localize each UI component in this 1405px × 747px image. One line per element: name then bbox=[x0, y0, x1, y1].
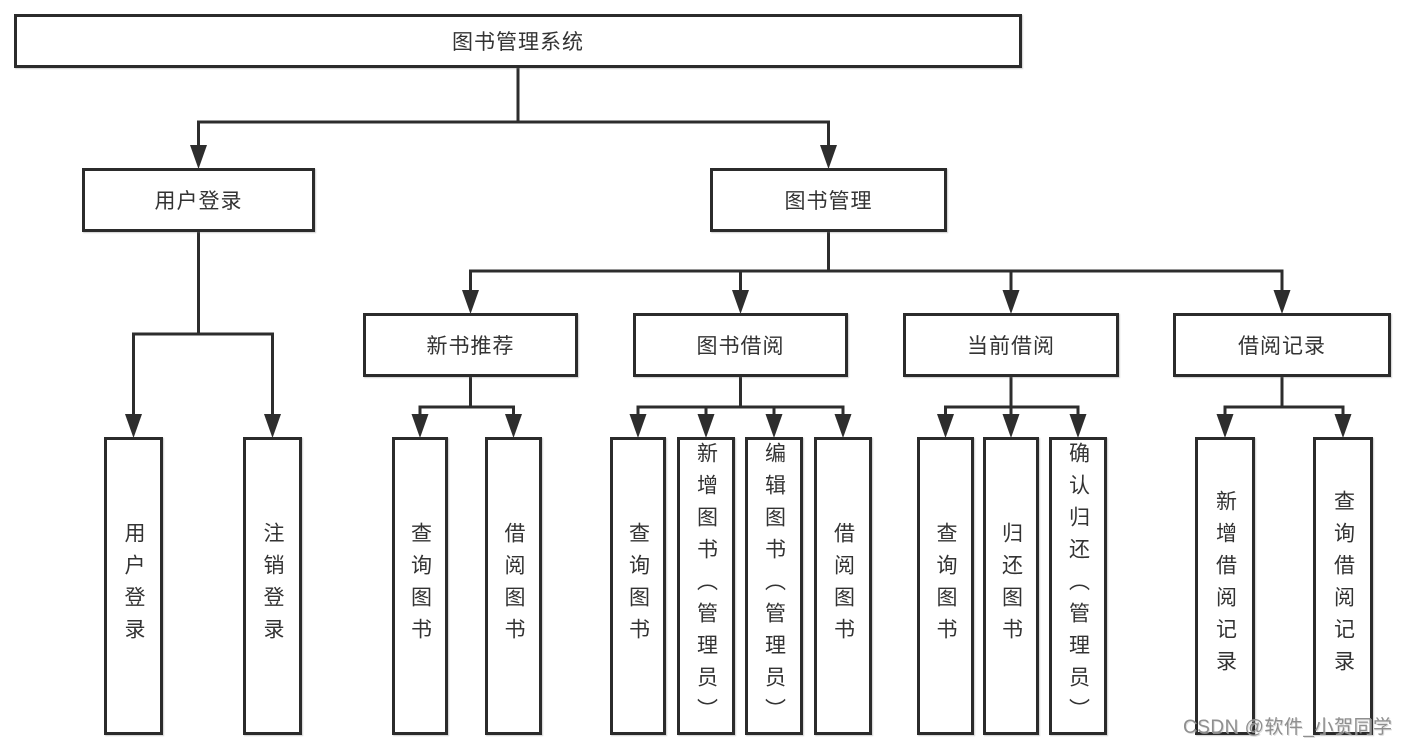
node-label: 查询图书 bbox=[934, 522, 957, 650]
arrowhead-icon bbox=[125, 414, 142, 438]
node-label: 借阅图书 bbox=[831, 522, 855, 650]
node-label: 查询图书 bbox=[408, 522, 432, 650]
node-label: 图书管理 bbox=[784, 190, 873, 213]
node-leaf-user-login: 用户登录 bbox=[104, 437, 163, 735]
edge-book-borrowing bbox=[636, 376, 845, 417]
edge-new-book-recommend bbox=[418, 376, 515, 417]
edge-current-borrowing bbox=[944, 376, 1080, 417]
node-label: 用户登录 bbox=[154, 190, 243, 213]
edge-book-management bbox=[469, 231, 1284, 293]
node-leaf-logout: 注销登录 bbox=[243, 437, 302, 735]
node-borrowing-records: 借阅记录 bbox=[1173, 313, 1391, 377]
arrowhead-icon bbox=[834, 414, 852, 438]
edge-borrowing-records bbox=[1223, 376, 1345, 417]
node-label: 查询借阅记录 bbox=[1331, 490, 1355, 682]
node-label: 用户登录 bbox=[122, 522, 145, 650]
node-label: 图书管理系统 bbox=[452, 31, 584, 54]
arrowhead-icon bbox=[820, 145, 837, 169]
node-leaf-cb-confirm-return: 确认归还（管理员） bbox=[1049, 437, 1107, 735]
node-leaf-br-query-record: 查询借阅记录 bbox=[1313, 437, 1373, 735]
node-label: 查询图书 bbox=[626, 522, 650, 650]
arrowhead-icon bbox=[765, 414, 783, 438]
arrowhead-icon bbox=[190, 145, 207, 169]
arrowhead-icon bbox=[411, 414, 429, 438]
arrowhead-icon bbox=[1216, 414, 1234, 438]
node-leaf-bb-borrow-books: 借阅图书 bbox=[814, 437, 872, 735]
node-leaf-cb-query-books: 查询图书 bbox=[917, 437, 974, 735]
node-book-management: 图书管理 bbox=[710, 168, 947, 232]
node-label: 新增图书（管理员） bbox=[694, 442, 718, 730]
node-current-borrowing: 当前借阅 bbox=[903, 313, 1119, 377]
node-label: 新书推荐 bbox=[426, 335, 515, 358]
arrowhead-icon bbox=[629, 414, 647, 438]
node-leaf-bb-query-books: 查询图书 bbox=[610, 437, 666, 735]
node-leaf-cb-return-books: 归还图书 bbox=[983, 437, 1039, 735]
arrowhead-icon bbox=[264, 414, 281, 438]
node-label: 编辑图书（管理员） bbox=[762, 442, 786, 730]
node-label: 新增借阅记录 bbox=[1213, 490, 1237, 682]
node-label: 注销登录 bbox=[261, 522, 284, 650]
arrowhead-icon bbox=[1273, 290, 1291, 314]
node-new-book-recommend: 新书推荐 bbox=[363, 313, 578, 377]
node-root: 图书管理系统 bbox=[14, 14, 1022, 68]
edge-root bbox=[197, 67, 830, 148]
node-leaf-nb-borrow-books: 借阅图书 bbox=[485, 437, 542, 735]
node-leaf-br-add-record: 新增借阅记录 bbox=[1195, 437, 1255, 735]
node-leaf-bb-add-books: 新增图书（管理员） bbox=[677, 437, 735, 735]
node-leaf-nb-query-books: 查询图书 bbox=[392, 437, 448, 735]
node-leaf-bb-edit-books: 编辑图书（管理员） bbox=[745, 437, 803, 735]
node-label: 借阅图书 bbox=[502, 522, 525, 650]
arrowhead-icon bbox=[505, 414, 522, 438]
edge-user-login bbox=[132, 231, 274, 417]
node-label: 确认归还（管理员） bbox=[1066, 442, 1090, 730]
arrowhead-icon bbox=[1334, 414, 1352, 438]
node-label: 图书借阅 bbox=[696, 335, 785, 358]
node-label: 借阅记录 bbox=[1238, 335, 1326, 358]
arrowhead-icon bbox=[937, 414, 954, 438]
arrowhead-icon bbox=[732, 290, 749, 314]
arrowhead-icon bbox=[462, 290, 479, 314]
arrowhead-icon bbox=[697, 414, 715, 438]
node-user-login: 用户登录 bbox=[82, 168, 315, 232]
arrowhead-icon bbox=[1002, 290, 1020, 314]
arrowhead-icon bbox=[1069, 414, 1087, 438]
arrowhead-icon bbox=[1002, 414, 1020, 438]
node-label: 归还图书 bbox=[999, 522, 1023, 650]
csdn-watermark: CSDN @软件_小贺同学 bbox=[1183, 717, 1393, 738]
node-book-borrowing: 图书借阅 bbox=[633, 313, 848, 377]
node-label: 当前借阅 bbox=[967, 335, 1055, 358]
